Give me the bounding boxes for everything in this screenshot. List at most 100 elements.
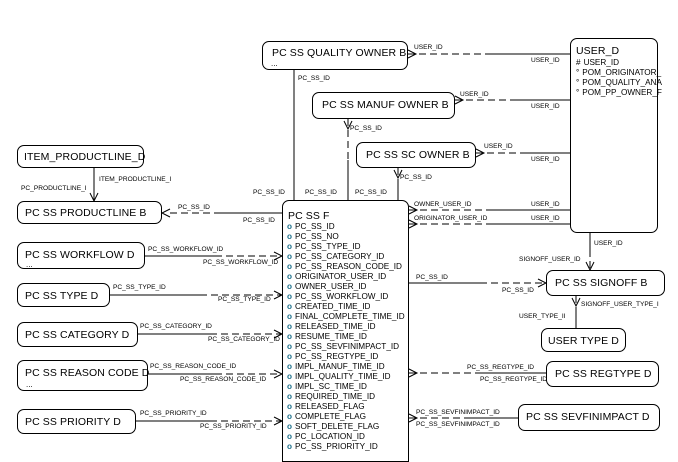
role-label: PC_SS_PRIORITY_ID (140, 410, 207, 417)
role-label: PC_SS_CATEGORY_ID (208, 336, 280, 343)
attribute-marker: o (287, 272, 293, 281)
entity-title: PC SS SEVFINIMPACT D (526, 411, 650, 423)
role-label: OWNER_USER_ID (414, 201, 472, 208)
entity-title: PC SS MANUF OWNER B (322, 99, 449, 111)
role-label: PC_SS_REGTYPE_ID (480, 376, 548, 383)
entity-title: PC SS SIGNOFF B (555, 277, 648, 289)
attribute-marker: o (287, 242, 293, 251)
entity-manuf-owner[interactable]: PC SS MANUF OWNER B (312, 92, 455, 119)
attribute-marker: ° (576, 88, 580, 97)
attribute-marker: o (287, 302, 293, 311)
attribute-name: USER_ID (583, 58, 620, 67)
role-label: PC_SS_PRIORITY_ID (200, 423, 267, 430)
attribute-marker: o (287, 362, 293, 371)
role-label: PC_SS_REASON_CODE_ID (150, 363, 237, 370)
entity-title: USER TYPE D (548, 335, 619, 347)
entity-attribute: °POM_ORIGINATOR_ (576, 68, 662, 78)
role-label: PC_SS_CATEGORY_ID (140, 323, 212, 330)
attribute-marker: o (287, 262, 293, 271)
attribute-marker: o (287, 392, 293, 401)
attribute-marker: o (287, 352, 293, 361)
role-label: USER_ID (531, 215, 560, 222)
attribute-marker: o (287, 372, 293, 381)
entity-item-productline[interactable]: ITEM_PRODUCTLINE_D (17, 145, 146, 168)
role-label: SIGNOFF_USER_ID (519, 256, 581, 263)
attribute-name: POM_PP_OWNER_F (582, 88, 662, 97)
role-label: USER_ID (531, 156, 560, 163)
role-label: SIGNOFF_USER_TYPE_I (581, 301, 659, 308)
entity-category[interactable]: PC SS CATEGORY D (17, 322, 138, 347)
attribute-list: #USER_ID°POM_ORIGINATOR_°POM_QUALITY_ANA… (576, 58, 662, 98)
attribute-name: RESUME_TIME_ID (295, 332, 367, 341)
entity-signoff[interactable]: PC SS SIGNOFF B (546, 270, 665, 296)
entity-attribute: #USER_ID (576, 58, 662, 68)
entity-title: PC SS PRODUCTLINE B (25, 207, 147, 219)
entity-user-d[interactable]: USER_D #USER_ID°POM_ORIGINATOR_°POM_QUAL… (570, 38, 662, 233)
entity-priority[interactable]: PC SS PRIORITY D (17, 409, 136, 434)
attribute-marker: ° (576, 78, 580, 87)
role-label: USER_ID (414, 44, 443, 51)
attribute-name: SOFT_DELETE_FLAG (295, 422, 380, 431)
entity-sevfinimpact[interactable]: PC SS SEVFINIMPACT D (518, 404, 660, 431)
role-label: USER_ID (460, 91, 489, 98)
role-label: PC_SS_ID (178, 204, 210, 211)
attribute-marker: o (287, 422, 293, 431)
attribute-marker: o (287, 312, 293, 321)
entity-type[interactable]: PC SS TYPE D (17, 283, 110, 307)
entity-title: PC SS F (288, 210, 330, 222)
entity-title: ITEM_PRODUCTLINE_D (24, 151, 146, 163)
entity-workflow[interactable]: PC SS WORKFLOW D ... (17, 242, 145, 269)
attribute-marker: o (287, 412, 293, 421)
entity-reason-code[interactable]: PC SS REASON CODE D ... (17, 360, 149, 391)
role-label: PC_SS_ID (400, 174, 432, 181)
attribute-marker: o (287, 342, 293, 351)
entity-user-type[interactable]: USER TYPE D (541, 328, 626, 352)
attribute-marker: ° (576, 68, 580, 77)
attribute-name: CREATED_TIME_ID (295, 302, 371, 311)
attribute-marker: o (287, 232, 293, 241)
role-label: PC_SS_ID (305, 189, 337, 196)
entity-title: PC SS REGTYPE D (555, 368, 652, 380)
attribute-marker: o (287, 222, 293, 231)
entity-title: PC SS WORKFLOW D (25, 249, 135, 261)
role-label: PC_SS_SEVFINIMPACT_ID (416, 421, 500, 428)
attribute-name: PC_SS_PRIORITY_ID (295, 442, 378, 451)
role-label: PC_SS_SEVFINIMPACT_ID (416, 409, 500, 416)
entity-regtype[interactable]: PC SS REGTYPE D (546, 361, 659, 387)
attribute-name: IMPL_MANUF_TIME_ID (295, 362, 385, 371)
entity-productline[interactable]: PC SS PRODUCTLINE B (17, 201, 162, 224)
role-label: USER_ID (594, 240, 623, 247)
role-label: PC_SS_TYPE_ID (218, 296, 271, 303)
role-label: PC_SS_WORKFLOW_ID (148, 246, 224, 253)
entity-sc-owner[interactable]: PC SS SC OWNER B (356, 142, 476, 168)
attribute-marker: o (287, 322, 293, 331)
entity-quality-owner[interactable]: PC SS QUALITY OWNER B ... (262, 41, 408, 70)
attribute-name: COMPLETE_FLAG (295, 412, 366, 421)
attribute-name: PC_SS_REGTYPE_ID (295, 352, 379, 361)
role-label: USER_ID (531, 57, 560, 64)
role-label: PC_SS_TYPE_ID (113, 284, 166, 291)
attribute-name: FINAL_COMPLETE_TIME_ID (295, 312, 405, 321)
role-label: PC_PRODUCTLINE_I (21, 185, 87, 192)
entity-more-indicator: ... (26, 260, 33, 269)
attribute-name: PC_LOCATION_ID (295, 432, 365, 441)
role-label: ITEM_PRODUCTLINE_I (99, 176, 172, 183)
attribute-marker: o (287, 442, 293, 451)
attribute-name: IMPL_SC_TIME_ID (295, 382, 367, 391)
role-label: PC_SS_ID (253, 189, 285, 196)
role-label: USER_ID (484, 143, 513, 150)
